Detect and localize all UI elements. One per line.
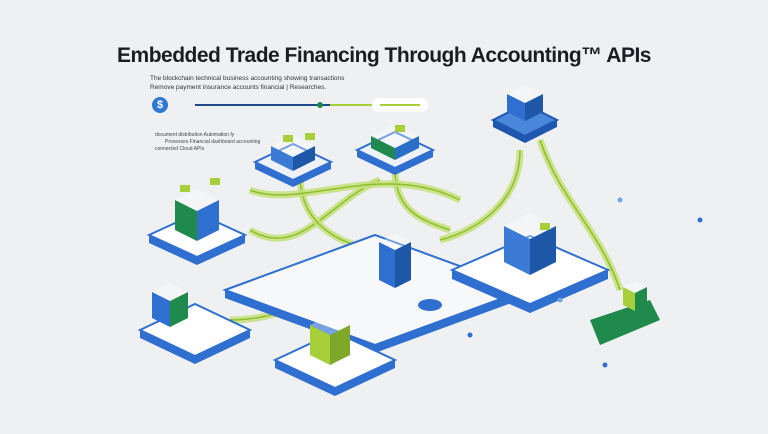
ship-icon [635, 287, 647, 311]
subtitle-line: Remove payment insurance accounts financ… [150, 83, 327, 91]
platform-side [255, 162, 331, 187]
bank-icon [530, 226, 556, 275]
data-flow [391, 169, 452, 234]
bank-icon [504, 226, 530, 275]
flag-icon [395, 125, 405, 132]
office-building-icon [152, 283, 188, 301]
subtitle: The blockchain technical business accoun… [150, 75, 344, 92]
flag-icon [540, 223, 550, 230]
flag-icon [180, 185, 190, 192]
dot [617, 197, 623, 203]
office-building-icon [152, 292, 170, 327]
laptop-icon [395, 136, 419, 160]
dot [697, 217, 703, 223]
server-icon [395, 242, 411, 288]
data-flow [539, 139, 621, 291]
server-icon [379, 234, 411, 250]
laptop-icon [271, 135, 315, 157]
server-icon [310, 325, 330, 365]
server-icon [330, 325, 350, 365]
flag-icon [210, 178, 220, 185]
bank-icon [504, 213, 556, 239]
connector-node [317, 102, 323, 108]
side-note-line: Processes Financial dashboard accounting [165, 139, 261, 145]
server-icon [310, 315, 350, 335]
office-building-icon [170, 292, 188, 327]
server-icon [379, 242, 395, 288]
platform-side [149, 235, 245, 265]
page-title: Embedded Trade Financing Through Account… [117, 44, 651, 67]
ship-icon [590, 300, 660, 345]
server-icon [507, 85, 543, 103]
dot [467, 332, 473, 338]
laptop-icon [293, 146, 315, 171]
side-note-line: connected Cloud APIs [155, 146, 205, 152]
ship-icon [623, 281, 647, 293]
platform-side [140, 330, 250, 364]
office-building-icon [175, 189, 219, 211]
dot [602, 362, 608, 368]
office-building-icon [197, 200, 219, 241]
platform-side [357, 150, 433, 175]
dot [557, 297, 563, 303]
side-note: document distribution Automation fy Proc… [155, 132, 260, 153]
flag-icon [283, 135, 293, 142]
laptop-icon [371, 136, 395, 160]
server-icon [525, 94, 543, 121]
server-icon [507, 94, 525, 121]
dollar-icon: $ [152, 97, 168, 113]
laptop-icon [371, 124, 419, 148]
flag-icon [305, 133, 315, 140]
ship-icon [623, 287, 635, 311]
data-flow [249, 183, 461, 201]
data-flow [439, 149, 521, 241]
subtitle-line: The blockchain technical business accoun… [150, 75, 345, 82]
office-building-icon [175, 200, 197, 241]
laptop-icon [271, 146, 293, 171]
platform-side [493, 120, 557, 143]
side-note-line: document distribution Automation fy [155, 132, 235, 138]
api-node-icon [418, 299, 442, 311]
